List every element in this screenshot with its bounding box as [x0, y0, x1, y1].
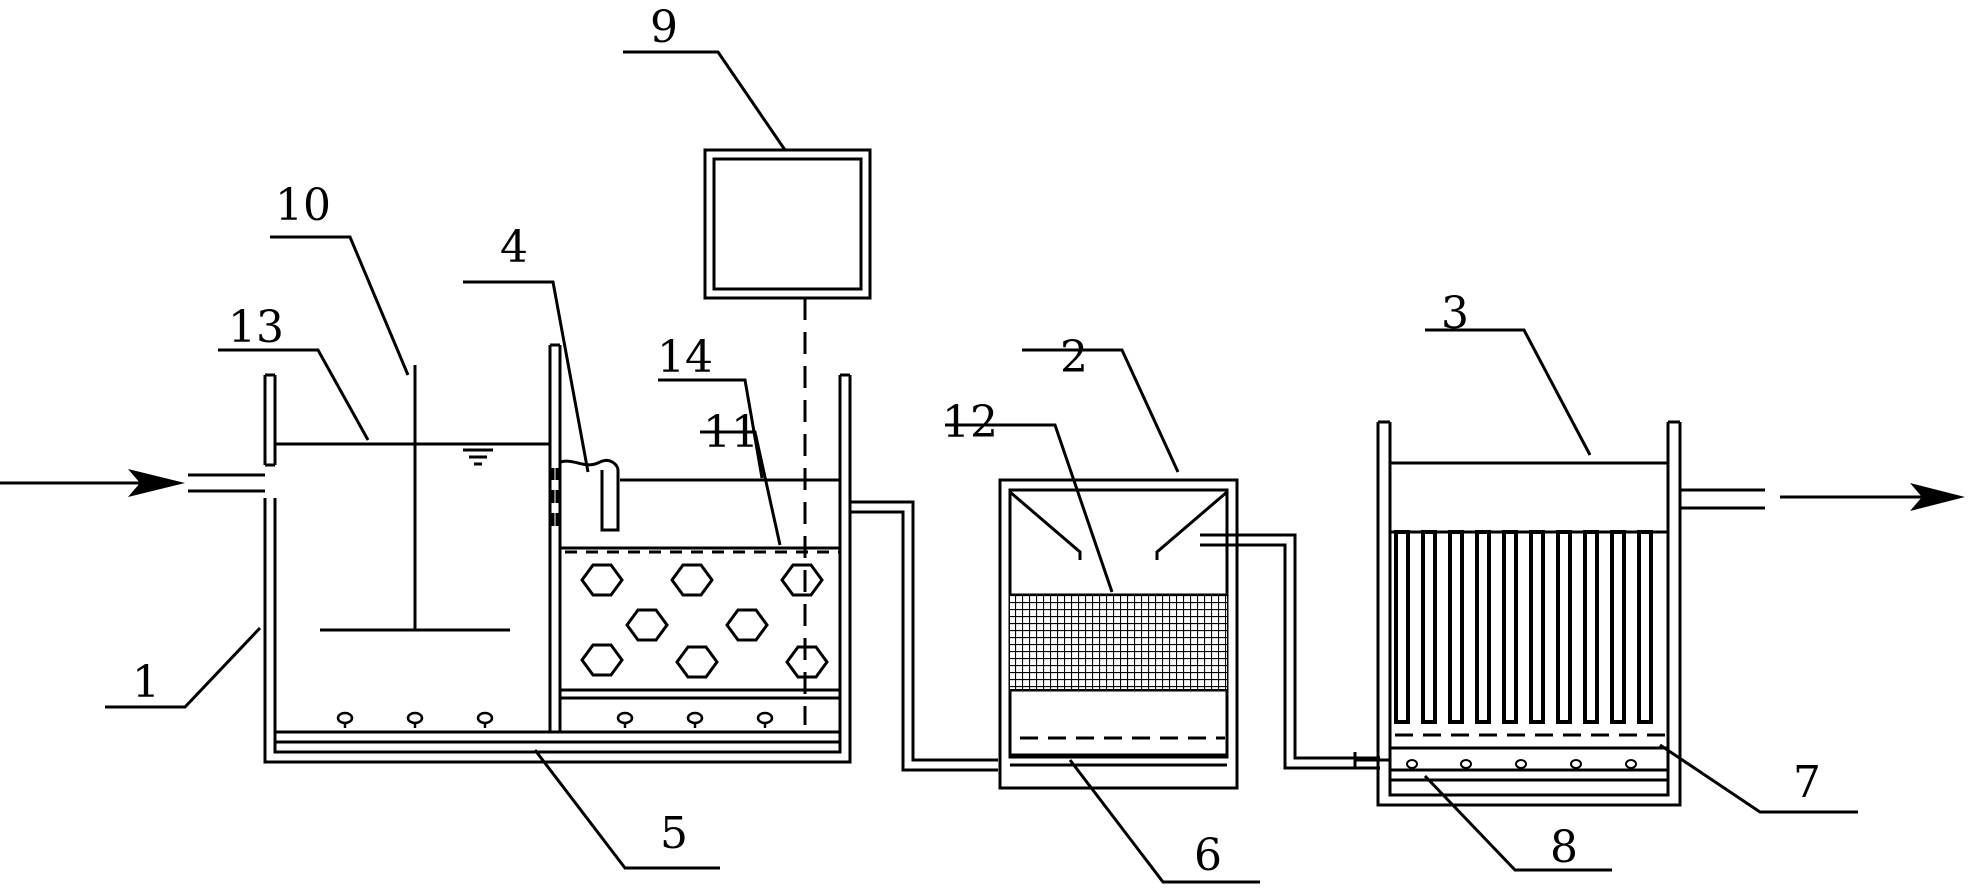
inlet-arrow — [0, 469, 185, 497]
label-5: 5 — [660, 808, 688, 859]
label-11: 11 — [703, 407, 759, 458]
label-3: 3 — [1441, 288, 1469, 339]
label-9: 9 — [650, 2, 678, 53]
label-6: 6 — [1194, 830, 1222, 881]
label-12: 12 — [942, 397, 998, 448]
pipe-1-2 — [850, 500, 998, 772]
label-2: 2 — [1060, 332, 1088, 383]
diffusers-tank-1 — [336, 711, 774, 730]
label-4: 4 — [500, 222, 528, 273]
tank-1 — [188, 343, 852, 764]
leader-lines — [105, 50, 1858, 884]
label-10: 10 — [275, 180, 331, 231]
diffusers-tank-3 — [1406, 759, 1637, 769]
label-13: 13 — [228, 302, 284, 353]
label-1: 1 — [132, 657, 160, 708]
label-8: 8 — [1550, 822, 1578, 873]
label-14: 14 — [657, 332, 713, 383]
controller-box — [703, 148, 872, 725]
callout-labels: 1 2 3 4 5 6 7 8 9 10 11 12 13 14 — [132, 2, 1821, 881]
filter-media-12 — [1010, 596, 1227, 689]
membrane-modules — [1394, 530, 1653, 724]
carrier-media — [580, 563, 829, 679]
outlet-arrow — [1780, 483, 1965, 511]
label-7: 7 — [1793, 757, 1821, 808]
pipe-2-3 — [1200, 533, 1380, 770]
